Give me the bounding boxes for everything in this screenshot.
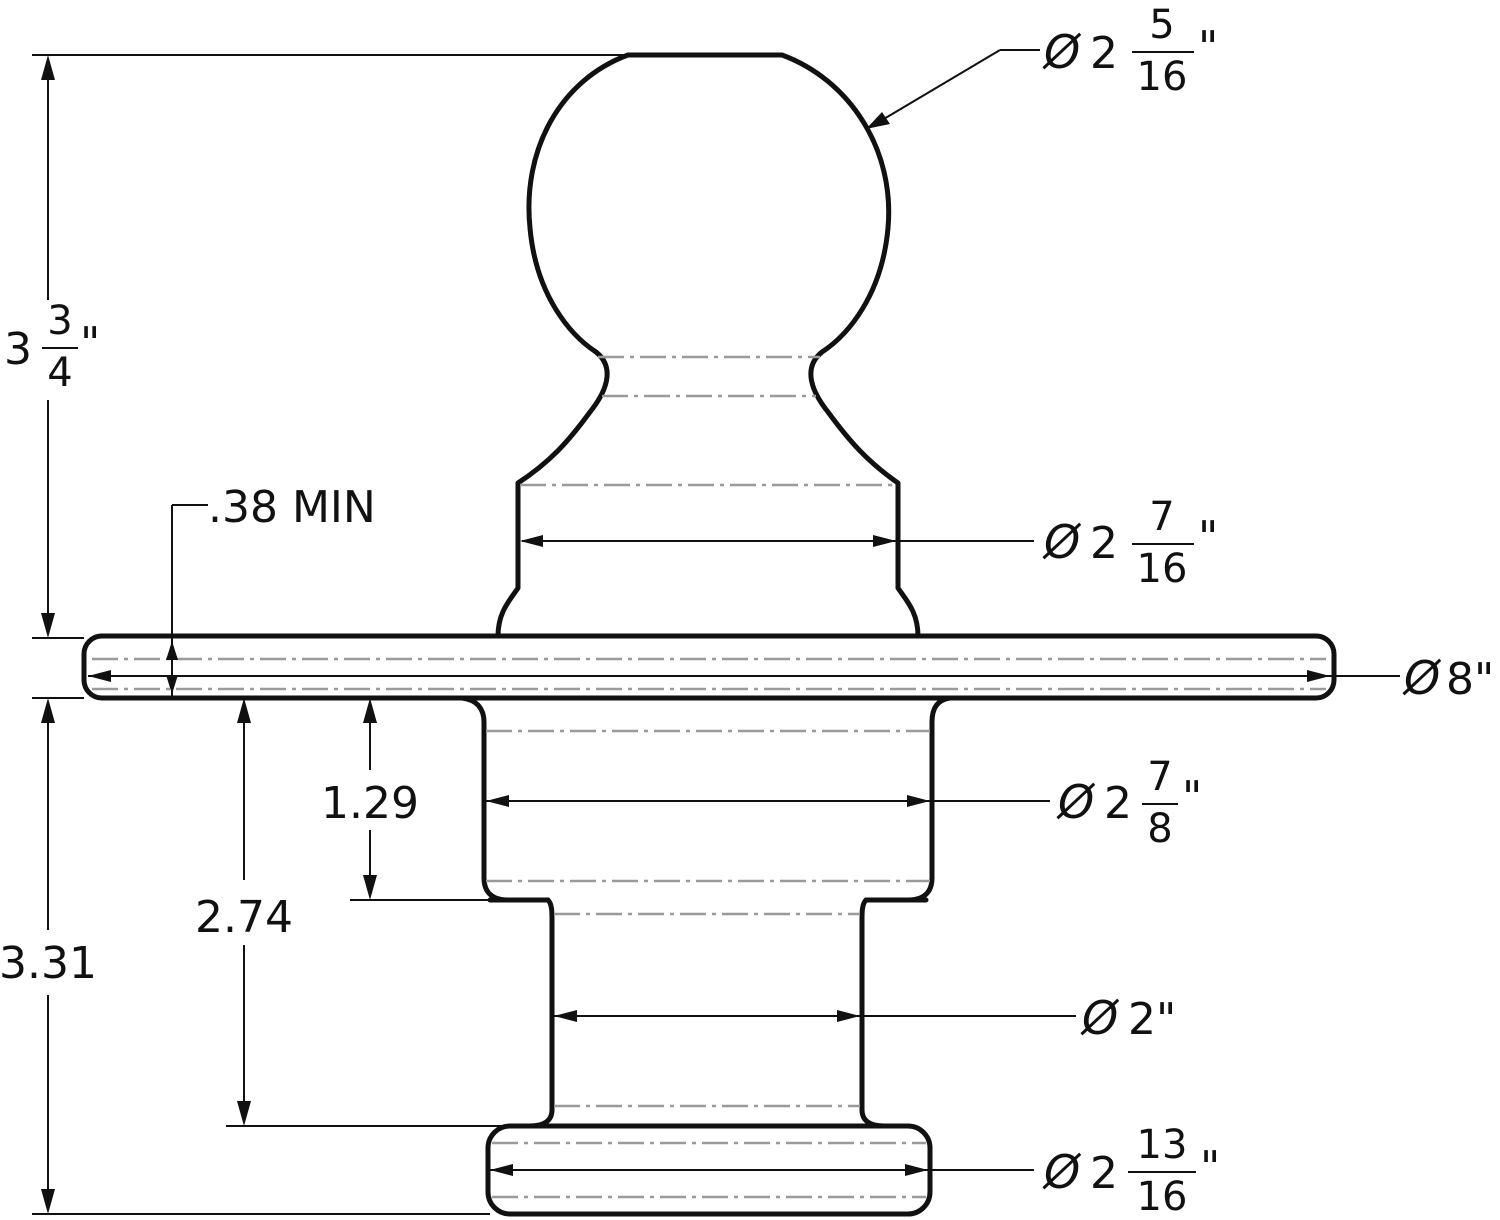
svg-text:2: 2 (1090, 518, 1118, 569)
neck-diameter-label: Ø 2" (1080, 991, 1176, 1045)
svg-text:": " (1198, 22, 1218, 73)
neck-right (859, 897, 887, 1129)
hitch-ball-left (515, 52, 631, 486)
bottom-height-label: 3.31 (0, 938, 97, 989)
shank-right (895, 480, 921, 639)
top-height-label: 3 3 4 " (4, 298, 100, 396)
neck (527, 897, 555, 1129)
collar-diameter-label: Ø 2 7 8 " (1056, 754, 1202, 852)
svg-text:": " (1182, 772, 1202, 823)
neck-height-label: 2.74 (195, 892, 293, 943)
svg-text:2: 2 (1090, 28, 1118, 79)
svg-text:Ø: Ø (1402, 651, 1442, 705)
svg-text:": " (1200, 1142, 1220, 1193)
collar-height-label: 1.29 (321, 778, 419, 829)
dimension-lines (32, 49, 1400, 1215)
svg-text:16: 16 (1137, 1174, 1188, 1220)
svg-text:Ø: Ø (1042, 515, 1082, 569)
svg-text:8": 8" (1446, 654, 1494, 705)
plate-thickness-label: .38 MIN (208, 482, 376, 533)
shank-diameter-label: Ø 2 7 16 " (1042, 494, 1218, 592)
svg-text:Ø: Ø (1080, 991, 1120, 1045)
svg-text:": " (80, 318, 100, 369)
svg-text:Ø: Ø (1056, 775, 1096, 829)
plate-diameter-label: Ø 8" (1402, 651, 1494, 705)
svg-text:": " (1198, 512, 1218, 563)
svg-text:7: 7 (1149, 494, 1174, 540)
center-lines (92, 355, 1326, 1199)
svg-text:7: 7 (1147, 754, 1172, 800)
svg-text:5: 5 (1149, 2, 1174, 48)
svg-text:3: 3 (47, 298, 72, 344)
svg-text:16: 16 (1137, 54, 1188, 100)
svg-text:Ø: Ø (1042, 1145, 1082, 1199)
svg-text:13: 13 (1137, 1122, 1188, 1168)
svg-text:2: 2 (1104, 778, 1132, 829)
plate (81, 633, 1337, 701)
hitch-ball (625, 52, 901, 486)
svg-text:3: 3 (4, 324, 32, 375)
svg-text:Ø: Ø (1042, 25, 1082, 79)
part-outline (81, 52, 1337, 1217)
svg-text:4: 4 (47, 350, 72, 396)
svg-text:2: 2 (1090, 1148, 1118, 1199)
ball-diameter-label: Ø 2 5 16 " (1042, 2, 1218, 100)
svg-text:16: 16 (1137, 546, 1188, 592)
base-diameter-label: Ø 2 13 16 " (1042, 1122, 1220, 1220)
svg-text:2": 2" (1128, 994, 1176, 1045)
shank (495, 480, 521, 639)
svg-text:8: 8 (1147, 806, 1172, 852)
